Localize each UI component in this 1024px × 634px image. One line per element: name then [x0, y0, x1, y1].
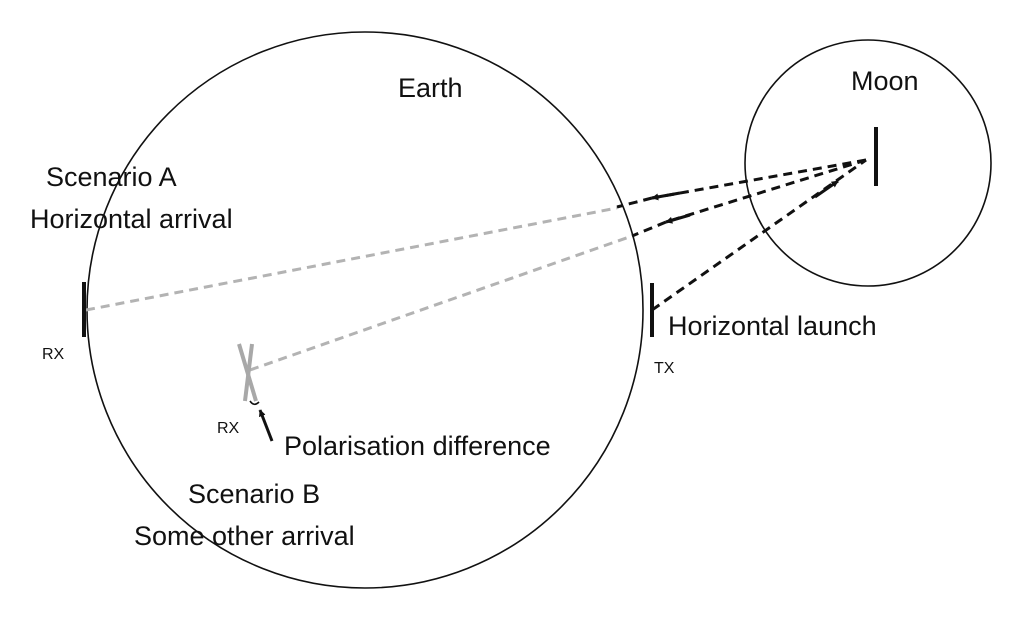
tx-label: TX: [654, 360, 675, 377]
path-moon-to-earth-a: [651, 158, 867, 200]
polarisation-pointer-arrow: [258, 409, 274, 442]
arrow-to-earth-b: [665, 213, 691, 224]
rx-a-label: RX: [42, 346, 65, 363]
rx-b-label: RX: [217, 420, 240, 437]
arrow-to-moon: [814, 179, 839, 199]
path-earth-a-segment: [616, 196, 653, 209]
path-moon-to-earth-b: [665, 158, 867, 224]
scenario-b-subtitle: Some other arrival: [134, 521, 355, 551]
polarisation-angle-arc: [249, 400, 260, 406]
arrow-to-earth-a: [651, 191, 681, 201]
scenario-a-title: Scenario A: [46, 162, 177, 192]
path-earth-b-segment: [631, 220, 667, 238]
horizontal-launch-label: Horizontal launch: [668, 311, 877, 341]
moon-label: Moon: [851, 66, 919, 96]
path-to-rx-b: [249, 234, 633, 372]
scenario-b-title: Scenario B: [188, 479, 320, 509]
path-to-rx-a: [85, 206, 618, 312]
earth-circle: [86, 31, 644, 589]
polarisation-difference-label: Polarisation difference: [284, 431, 551, 461]
scenario-a-subtitle: Horizontal arrival: [30, 204, 233, 234]
rx-b-antenna-reference: [243, 343, 254, 402]
moon-circle: [744, 39, 992, 287]
earth-label: Earth: [398, 73, 463, 103]
